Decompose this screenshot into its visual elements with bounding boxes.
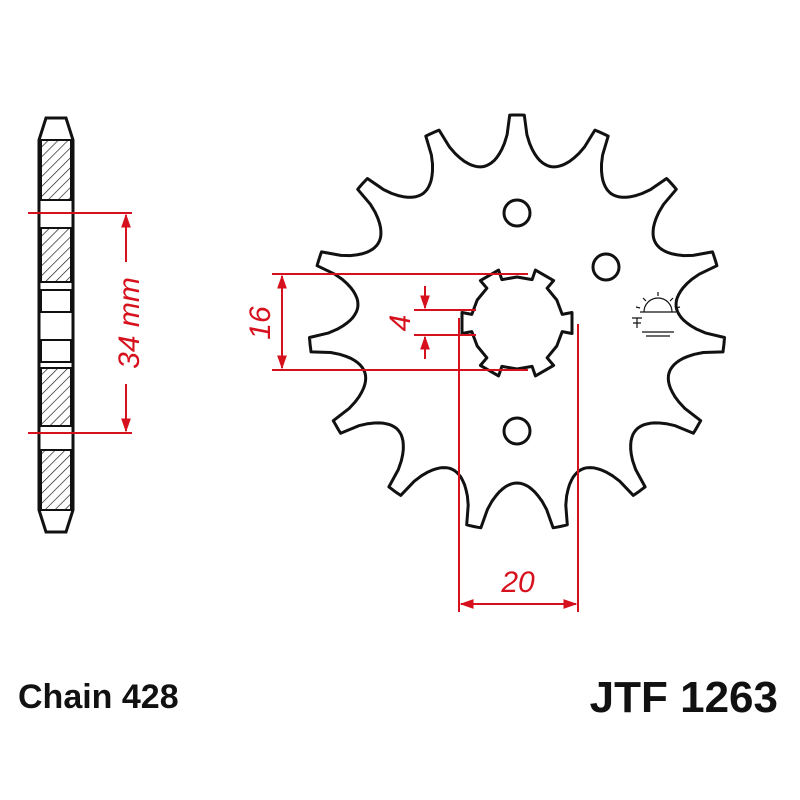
dim-label-chain-pitch: 34 mm xyxy=(113,277,146,369)
sprocket-logo-icon xyxy=(632,292,681,337)
dim-label-spline-outer: 16 xyxy=(244,306,277,340)
dim-label-spline-inner: 4 xyxy=(384,315,417,332)
chain-size-label: Chain 428 xyxy=(18,678,179,716)
dimension-lines xyxy=(28,212,579,612)
sprocket-face-view xyxy=(308,113,726,530)
sprocket-side-view xyxy=(37,116,75,534)
mounting-hole-top xyxy=(502,198,532,228)
mounting-hole-right xyxy=(591,252,621,282)
dim-label-hub-width: 20 xyxy=(500,566,535,599)
part-number-label: JTF 1263 xyxy=(589,673,778,722)
mounting-hole-bottom xyxy=(502,416,532,446)
